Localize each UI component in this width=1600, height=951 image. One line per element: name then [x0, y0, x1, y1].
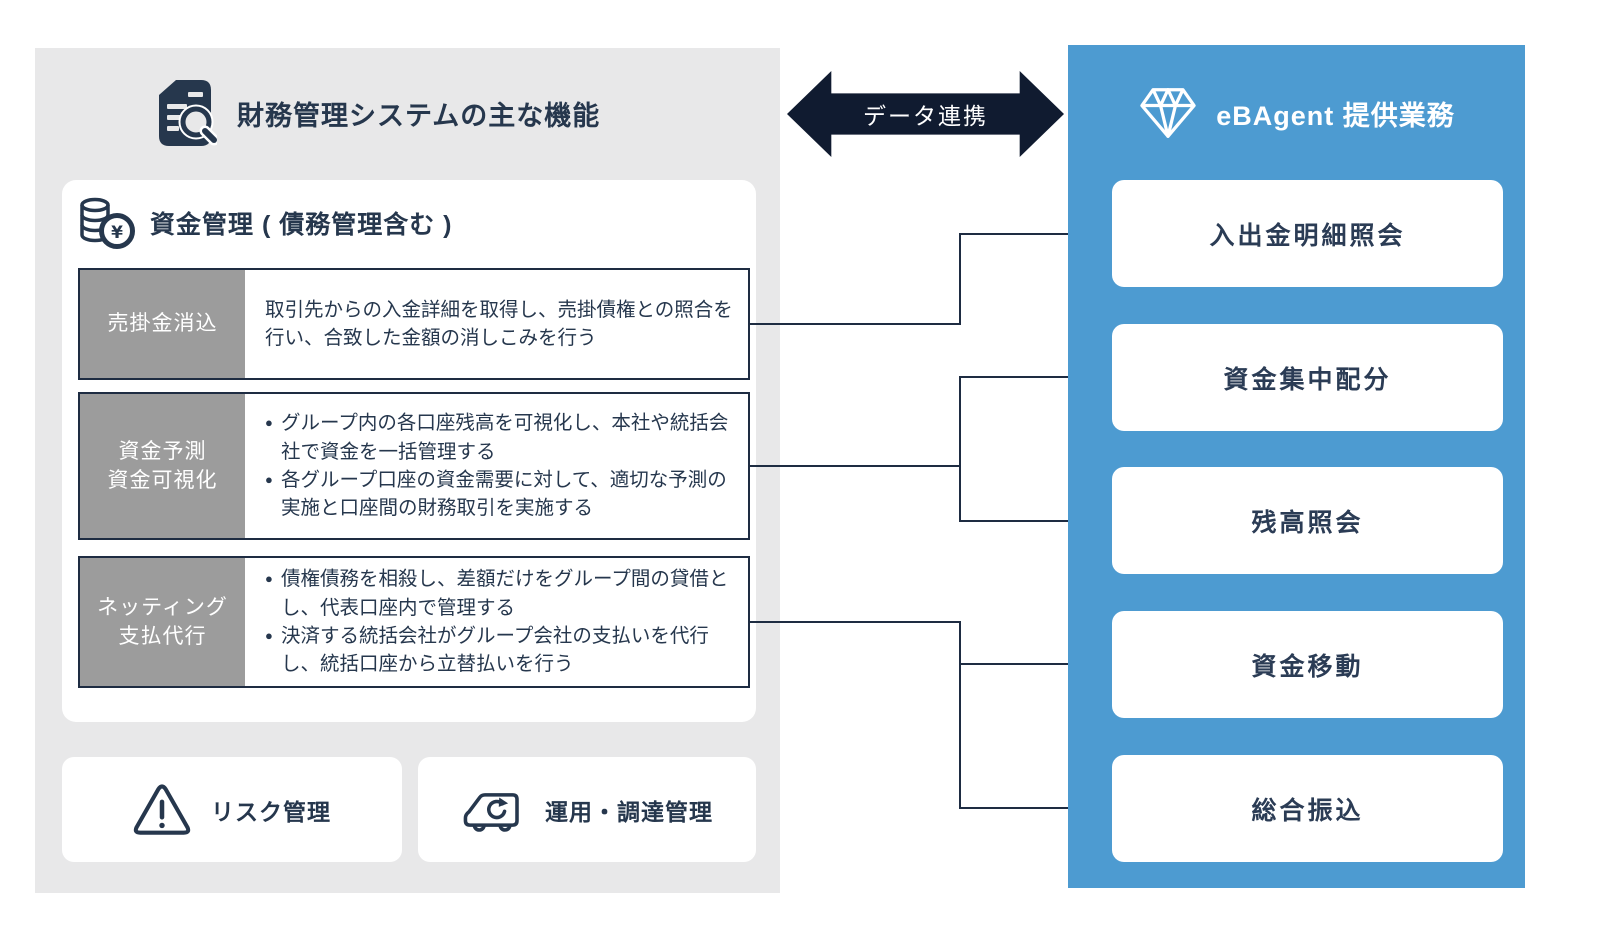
service-label: 総合振込	[1251, 796, 1364, 825]
financial-system-title: 財務管理システムの主な機能	[237, 100, 601, 131]
row-description-text: 取引先からの入金詳細を取得し、売掛債権との照合を行い、合致した金額の消しこみを行…	[265, 298, 733, 349]
function-row-label: 売掛金消込	[80, 270, 245, 378]
data-link-label: データ連携	[863, 103, 988, 129]
funds-management-header: ¥ 資金管理 ( 債務管理含む )	[78, 196, 453, 250]
operation-procurement-card: 運用・調達管理	[418, 757, 756, 862]
service-card-shuchu: 資金集中配分	[1112, 324, 1503, 431]
function-row-yosoku: 資金予測 資金可視化 ● グループ内の各口座残高を可視化し、本社や統括会社で資金…	[78, 392, 750, 540]
bullet-dot: ●	[265, 415, 273, 431]
operation-procurement-label: 運用・調達管理	[545, 798, 713, 825]
bullet-item: ● 債権債務を相殺し、差額だけをグループ間の貸借とし、代表口座内で管理する	[265, 565, 734, 622]
function-row-description: ● 債権債務を相殺し、差額だけをグループ間の貸借とし、代表口座内で管理する ● …	[245, 558, 748, 686]
bullet-item: ● 各グループ口座の資金需要に対して、適切な予測の実施と口座間の財務取引を実施す…	[265, 466, 734, 523]
service-label: 残高照会	[1251, 508, 1364, 537]
function-row-description: 取引先からの入金詳細を取得し、売掛債権との照合を行い、合致した金額の消しこみを行…	[245, 270, 748, 378]
function-row-label: 資金予測 資金可視化	[80, 394, 245, 538]
row-label-line: 資金予測	[118, 439, 207, 463]
warning-icon	[133, 783, 191, 835]
row-label-line: 支払代行	[118, 625, 207, 648]
coins-icon: ¥	[80, 197, 135, 249]
ebagent-header: eBAgent 提供業務	[1068, 81, 1525, 145]
bullet-dot: ●	[265, 472, 273, 487]
function-row-netting: ネッティング 支払代行 ● 債権債務を相殺し、差額だけをグループ間の貸借とし、代…	[78, 556, 750, 688]
function-row-description: ● グループ内の各口座残高を可視化し、本社や統括会社で資金を一括管理する ● 各…	[245, 394, 748, 538]
funds-management-card: ¥ 資金管理 ( 債務管理含む ) 売掛金消込 取引先からの入金詳細を取得し、売…	[62, 180, 756, 722]
diamond-icon	[1140, 88, 1196, 138]
row-label-line: 資金可視化	[107, 469, 218, 492]
service-card-zandaka: 残高照会	[1112, 467, 1503, 574]
ebagent-title: eBAgent 提供業務	[1216, 100, 1455, 131]
function-row-urikake: 売掛金消込 取引先からの入金詳細を取得し、売掛債権との照合を行い、合致した金額の…	[78, 268, 750, 380]
bullet-text: グループ内の各口座残高を可視化し、本社や統括会社で資金を一括管理する	[281, 412, 729, 463]
bullet-item: ● グループ内の各口座残高を可視化し、本社や統括会社で資金を一括管理する	[265, 409, 734, 466]
service-card-furikomi: 総合振込	[1112, 755, 1503, 862]
bullet-text: 各グループ口座の資金需要に対して、適切な予測の実施と口座間の財務取引を実施する	[281, 469, 727, 520]
financial-system-header: 財務管理システムの主な機能	[155, 78, 600, 148]
bullet-text: 債権債務を相殺し、差額だけをグループ間の貸借とし、代表口座内で管理する	[281, 568, 729, 619]
row-label-line: 売掛金消込	[107, 312, 218, 336]
ebagent-panel: eBAgent 提供業務 入出金明細照会 資金集中配分 残高照会 資金移動 総合…	[1068, 45, 1525, 888]
bullet-text: 決済する統括会社がグループ会社の支払いを代行し、統括口座から立替払いを行う	[281, 625, 709, 676]
risk-management-label: リスク管理	[211, 798, 331, 825]
service-card-ido: 資金移動	[1112, 611, 1503, 718]
service-label: 入出金明細照会	[1209, 221, 1406, 250]
service-card-meisai: 入出金明細照会	[1112, 180, 1503, 287]
funds-management-title: 資金管理 ( 債務管理含む )	[150, 211, 453, 239]
data-link-arrow: データ連携	[787, 71, 1064, 157]
function-row-label: ネッティング 支払代行	[80, 558, 245, 686]
bullet-dot: ●	[265, 571, 273, 587]
bullet-item: ● 決済する統括会社がグループ会社の支払いを代行し、統括口座から立替払いを行う	[265, 622, 734, 679]
truck-icon	[463, 792, 519, 832]
bullet-dot: ●	[265, 628, 273, 643]
risk-management-card: リスク管理	[62, 757, 402, 862]
svg-text:¥: ¥	[111, 223, 123, 243]
document-search-icon	[159, 80, 217, 146]
financial-system-panel: 財務管理システムの主な機能 ¥ 資金管理 ( 債務管理含む ) 売掛金消込	[35, 48, 780, 893]
row-label-line: ネッティング	[97, 595, 228, 619]
service-label: 資金移動	[1251, 652, 1364, 681]
service-label: 資金集中配分	[1223, 365, 1392, 394]
